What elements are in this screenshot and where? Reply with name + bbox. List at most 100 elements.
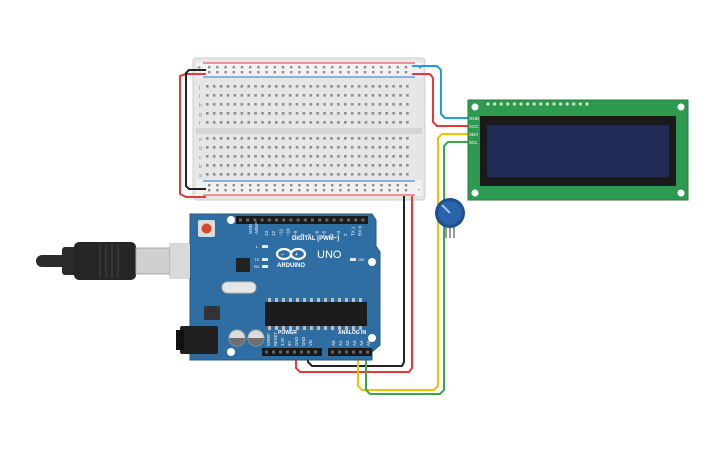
breadboard-hole[interactable] [364,164,368,167]
breadboard-hole[interactable] [219,94,223,97]
breadboard-hole[interactable] [281,155,285,158]
breadboard-hole[interactable] [350,103,354,106]
breadboard-hole[interactable] [323,173,326,176]
breadboard-hole[interactable] [219,155,223,158]
breadboard-hole[interactable] [226,155,230,158]
breadboard-hole[interactable] [350,155,354,158]
breadboard-hole[interactable] [240,85,244,88]
breadboard-hole[interactable] [226,103,230,106]
rail-hole[interactable] [404,189,408,192]
breadboard-hole[interactable] [206,173,209,176]
breadboard-hole[interactable] [399,164,402,167]
breadboard-hole[interactable] [316,85,319,88]
rail-hole[interactable] [265,189,268,192]
breadboard-hole[interactable] [247,173,250,176]
breadboard-hole[interactable] [371,137,375,140]
rail-hole[interactable] [232,189,235,192]
rail-hole[interactable] [257,189,260,192]
breadboard-hole[interactable] [219,112,223,115]
header-pin[interactable] [272,350,275,354]
breadboard-hole[interactable] [371,173,375,176]
breadboard-hole[interactable] [212,94,216,97]
rail-hole[interactable] [363,66,367,69]
power-header[interactable] [262,348,322,356]
rail-hole[interactable] [355,66,358,69]
breadboard-hole[interactable] [357,94,361,97]
breadboard-hole[interactable] [295,121,299,124]
header-pin[interactable] [253,218,257,222]
breadboard-hole[interactable] [330,94,333,97]
breadboard-hole[interactable] [302,173,306,176]
breadboard-hole[interactable] [371,103,375,106]
rail-hole[interactable] [208,71,211,74]
breadboard-hole[interactable] [330,164,333,167]
breadboard-hole[interactable] [406,112,409,115]
breadboard-hole[interactable] [226,85,230,88]
rail-hole[interactable] [322,71,326,74]
rail-hole[interactable] [208,66,211,69]
breadboard-hole[interactable] [323,85,326,88]
breadboard-hole[interactable] [316,173,319,176]
breadboard-hole[interactable] [309,85,313,88]
breadboard-hole[interactable] [302,164,306,167]
rail-hole[interactable] [249,71,252,74]
breadboard-hole[interactable] [240,121,244,124]
lcd-module[interactable]: GND VCC SDA SCL [467,99,689,201]
breadboard-hole[interactable] [261,112,264,115]
breadboard-hole[interactable] [350,94,354,97]
rail-hole[interactable] [298,66,301,69]
breadboard-hole[interactable] [385,146,388,149]
rail-hole[interactable] [257,66,260,69]
breadboard-hole[interactable] [330,85,333,88]
breadboard-hole[interactable] [399,155,402,158]
breadboard-hole[interactable] [281,146,285,149]
breadboard-hole[interactable] [406,121,409,124]
rail-hole[interactable] [273,184,276,187]
breadboard-hole[interactable] [330,121,333,124]
breadboard-hole[interactable] [275,155,278,158]
breadboard-hole[interactable] [288,155,292,158]
breadboard-hole[interactable] [302,137,306,140]
breadboard-hole[interactable] [371,112,375,115]
wire-green-scl[interactable] [365,141,476,395]
breadboard-hole[interactable] [240,94,244,97]
breadboard-hole[interactable] [295,103,299,106]
rail-hole[interactable] [404,184,408,187]
header-pin[interactable] [239,218,242,222]
breadboard-hole[interactable] [337,173,340,176]
rail-hole[interactable] [240,71,244,74]
rail-hole[interactable] [372,189,375,192]
breadboard-hole[interactable] [268,85,271,88]
breadboard-hole[interactable] [406,94,409,97]
rail-hole[interactable] [290,66,293,69]
breadboard-hole[interactable] [406,85,409,88]
breadboard-hole[interactable] [206,155,209,158]
breadboard-hole[interactable] [233,85,237,88]
header-pin[interactable] [361,218,365,222]
breadboard-hole[interactable] [281,94,285,97]
header-pin[interactable] [339,218,343,222]
breadboard-hole[interactable] [247,146,250,149]
breadboard-hole[interactable] [302,155,306,158]
breadboard-hole[interactable] [288,173,292,176]
breadboard-hole[interactable] [344,121,347,124]
rail-hole[interactable] [347,71,350,74]
rail-hole[interactable] [298,184,301,187]
rail-hole[interactable] [306,184,309,187]
rail-hole[interactable] [396,184,399,187]
breadboard-hole[interactable] [309,137,313,140]
breadboard-hole[interactable] [392,137,395,140]
breadboard-hole[interactable] [240,173,244,176]
breadboard-hole[interactable] [254,85,257,88]
breadboard-hole[interactable] [392,146,395,149]
breadboard-hole[interactable] [288,146,292,149]
breadboard-hole[interactable] [378,94,382,97]
breadboard-hole[interactable] [206,146,209,149]
breadboard-hole[interactable] [364,94,368,97]
breadboard-hole[interactable] [344,155,347,158]
header-pin[interactable] [325,218,329,222]
wire-black-left-rails[interactable] [185,69,206,190]
breadboard-hole[interactable] [268,112,271,115]
breadboard-hole[interactable] [364,155,368,158]
